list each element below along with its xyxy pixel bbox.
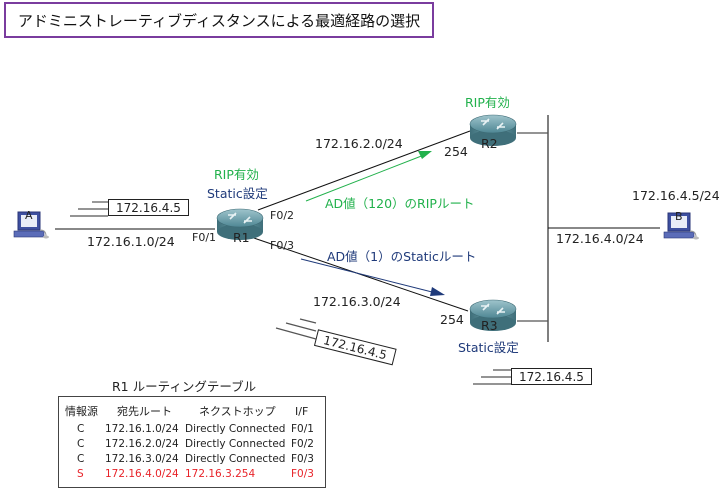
row-interface: F0/3 [291, 468, 314, 480]
row-next-hop: Directly Connected [185, 423, 286, 435]
router-r1-label: R1 [233, 230, 250, 245]
router-r3-label: R3 [481, 318, 498, 333]
table-row: C 172.16.1.0/24 Directly Connected F0/1 [59, 422, 325, 437]
row-destination: 172.16.2.0/24 [105, 438, 179, 450]
header-interface: I/F [295, 405, 309, 418]
row-next-hop: Directly Connected [185, 453, 286, 465]
packet-trail-a [70, 201, 108, 217]
pc-b-label: B [675, 210, 683, 223]
r1-if-f01: F0/1 [192, 231, 217, 244]
r2-host-id: 254 [444, 144, 468, 159]
r3-host-id: 254 [440, 312, 464, 327]
row-destination: 172.16.1.0/24 [105, 423, 179, 435]
row-source: C [77, 453, 85, 465]
r1-if-f02: F0/2 [270, 209, 295, 222]
header-next-hop: ネクストホップ [199, 405, 276, 418]
network-4-label: 172.16.4.0/24 [556, 231, 644, 246]
diagram-title: アドミニストレーティブディスタンスによる最適経路の選択 [4, 2, 434, 38]
packet-trail-b [473, 369, 511, 385]
row-destination: 172.16.3.0/24 [105, 453, 179, 465]
rip-arrowhead [418, 151, 432, 159]
r1-rip-note: RIP有効 [214, 167, 259, 182]
static-arrowhead [430, 287, 445, 296]
link-r1-r2 [257, 130, 471, 211]
header-destination: 宛先ルート [117, 405, 172, 418]
table-row: C 172.16.2.0/24 Directly Connected F0/2 [59, 437, 325, 452]
packet-trail-r3 [275, 318, 317, 340]
routing-table-header: 情報源 宛先ルート ネクストホップ I/F [59, 404, 325, 419]
r3-static-note: Static設定 [458, 340, 519, 355]
header-source: 情報源 [65, 405, 98, 418]
row-destination: 172.16.4.0/24 [105, 468, 179, 480]
pc-b-address: 172.16.4.5/24 [632, 188, 720, 203]
packet-at-a: 172.16.4.5 [108, 199, 189, 216]
r1-static-note: Static設定 [207, 186, 268, 201]
row-interface: F0/1 [291, 423, 314, 435]
row-source: C [77, 438, 85, 450]
table-row: C 172.16.3.0/24 Directly Connected F0/3 [59, 452, 325, 467]
r2-rip-note: RIP有効 [465, 95, 510, 110]
pc-a-label: A [25, 209, 33, 222]
rip-route-arrow [305, 154, 425, 202]
router-r2-label: R2 [481, 136, 498, 151]
row-next-hop: 172.16.3.254 [185, 468, 256, 480]
row-interface: F0/3 [291, 453, 314, 465]
row-source: S [77, 468, 84, 480]
network-3-label: 172.16.3.0/24 [313, 294, 401, 309]
row-source: C [77, 423, 85, 435]
rip-route-label: AD値（120）のRIPルート [325, 196, 475, 211]
row-next-hop: Directly Connected [185, 438, 286, 450]
table-row-highlighted: S 172.16.4.0/24 172.16.3.254 F0/3 [59, 467, 325, 482]
routing-table-title: R1 ルーティングテーブル [112, 379, 257, 394]
row-interface: F0/2 [291, 438, 314, 450]
network-1-label: 172.16.1.0/24 [87, 234, 175, 249]
static-route-arrow [300, 258, 437, 294]
routing-table: 情報源 宛先ルート ネクストホップ I/F C 172.16.1.0/24 Di… [58, 396, 326, 488]
r1-if-f03: F0/3 [270, 239, 295, 252]
packet-at-b: 172.16.4.5 [511, 368, 592, 385]
static-route-label: AD値（1）のStaticルート [327, 249, 477, 264]
network-2-label: 172.16.2.0/24 [315, 136, 403, 151]
